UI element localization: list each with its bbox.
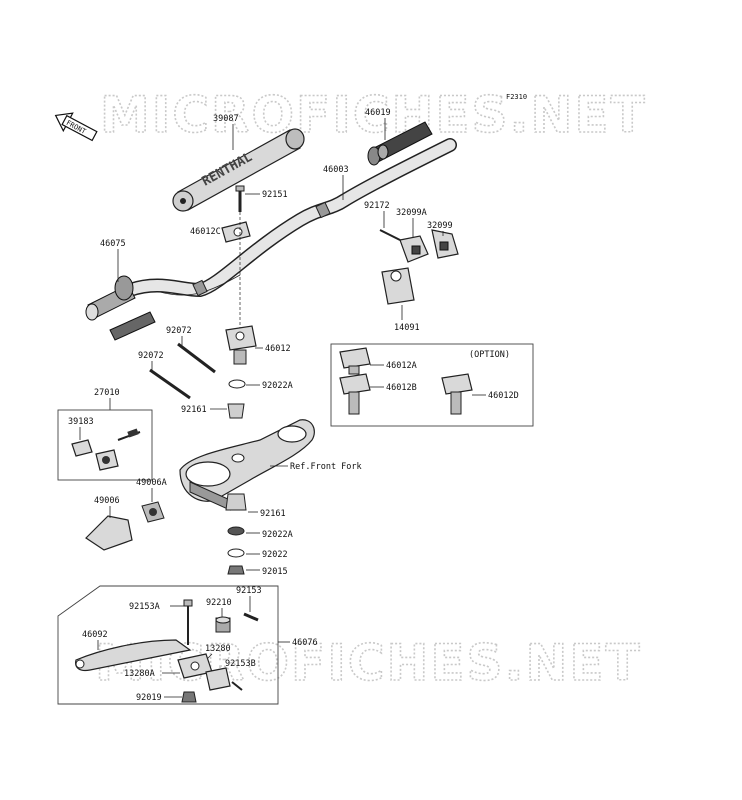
label-92153A: 92153A <box>129 602 160 612</box>
label-92210: 92210 <box>206 598 232 608</box>
handlebar <box>123 138 457 298</box>
label-92153: 92153 <box>236 586 262 596</box>
label-92151: 92151 <box>262 190 288 200</box>
clamp-46012C <box>221 221 251 243</box>
washer-92022 <box>227 548 245 558</box>
label-46076: 46076 <box>292 638 318 648</box>
label-92072-a: 92072 <box>166 326 192 336</box>
diagram-code: F2310 <box>506 93 527 101</box>
label-46012B: 46012B <box>386 383 417 393</box>
label-27010: 27010 <box>94 388 120 398</box>
label-46075: 46075 <box>100 239 126 249</box>
throttle-grip <box>367 121 433 166</box>
front-arrow: FRONT <box>54 112 98 142</box>
left-grip <box>85 275 156 341</box>
label-92072-b: 92072 <box>138 351 164 361</box>
cover-14091 <box>381 267 415 305</box>
riser-option-b <box>339 373 371 415</box>
option-box <box>330 343 534 427</box>
label-92161-top: 92161 <box>181 405 207 415</box>
label-46012: 46012 <box>265 344 291 354</box>
label-14091: 14091 <box>394 323 420 333</box>
label-13280: 13280 <box>205 644 231 654</box>
nut-92019 <box>181 691 197 703</box>
label-92015: 92015 <box>262 567 288 577</box>
watermark-top: MICROFICHES.NET <box>100 86 647 144</box>
option-label: (OPTION) <box>469 350 510 360</box>
label-39183: 39183 <box>68 417 94 427</box>
label-13280A: 13280A <box>124 669 155 679</box>
label-46012D: 46012D <box>488 391 519 401</box>
throttle-housing <box>399 229 459 263</box>
washer-92022A-top <box>228 379 246 389</box>
label-32099A: 32099A <box>396 208 427 218</box>
switch-box <box>57 409 153 481</box>
triple-clamp <box>179 419 315 511</box>
perch-13280 <box>177 653 231 691</box>
nut-49006A <box>141 501 165 523</box>
label-46019: 46019 <box>365 108 391 118</box>
label-92022: 92022 <box>262 550 288 560</box>
screw-92153B <box>231 681 243 691</box>
guard-49006 <box>85 515 133 551</box>
riser-46012 <box>225 325 257 365</box>
bolt-92151 <box>235 185 245 212</box>
screw-92153 <box>243 612 259 622</box>
lever-box <box>57 585 279 705</box>
label-92153B: 92153B <box>225 659 256 669</box>
nut-92015 <box>227 565 245 575</box>
label-32099: 32099 <box>427 221 453 231</box>
label-46092: 46092 <box>82 630 108 640</box>
label-49006: 49006 <box>94 496 120 506</box>
riser-option-d <box>441 373 473 415</box>
label-49006A: 49006A <box>136 478 167 488</box>
label-46003: 46003 <box>323 165 349 175</box>
riser-option-a <box>339 347 371 375</box>
kill-switch <box>71 428 141 471</box>
bushing-92161-bottom <box>225 493 247 511</box>
label-92019: 92019 <box>136 693 162 703</box>
label-92172: 92172 <box>364 201 390 211</box>
fork-reference: Ref.Front Fork <box>290 462 362 472</box>
label-92161-bottom: 92161 <box>260 509 286 519</box>
pivot-bolt-92153A <box>183 599 193 645</box>
clutch-lever <box>75 639 192 672</box>
label-92022A-top: 92022A <box>262 381 293 391</box>
label-46012A: 46012A <box>386 361 417 371</box>
label-92022A-bottom: 92022A <box>262 530 293 540</box>
washer-92022A-bottom <box>227 526 245 536</box>
label-46012C: 46012C <box>190 227 221 237</box>
bushing-92161-top <box>227 403 245 419</box>
label-39087: 39087 <box>213 114 239 124</box>
adjuster-92210 <box>215 616 231 633</box>
